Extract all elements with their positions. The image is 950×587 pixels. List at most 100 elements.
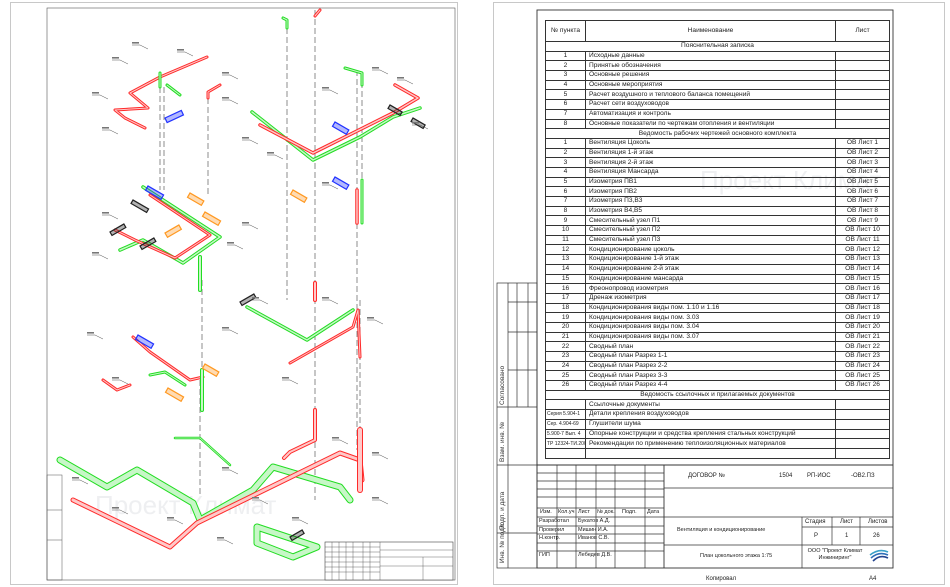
exhaust-duct-inner	[119, 186, 221, 264]
label-text-mark	[372, 452, 379, 454]
role-chief-engineer: ГИП	[539, 552, 550, 558]
row-name: Кондиционирования виды пом. 3.04	[585, 321, 836, 333]
drawing-side-strip	[46, 474, 63, 581]
equipment-unit-icon	[144, 185, 165, 201]
supply-duct-inner	[102, 379, 131, 391]
row-number: 7	[545, 108, 586, 120]
label-text-mark	[282, 377, 289, 379]
label-text-mark	[112, 507, 119, 509]
row-sheet: ОВ Лист 14	[835, 263, 890, 275]
row-number: 15	[545, 273, 586, 285]
section-title-row: Ведомость рабочих чертежей основного ком…	[545, 128, 890, 139]
row-sheet: ОВ Лист 4	[835, 166, 890, 178]
drawing-title-block	[324, 541, 454, 581]
sheet-value: 1	[845, 533, 849, 539]
leader-line	[404, 79, 414, 85]
row-sheet: ОВ Лист 13	[835, 254, 890, 265]
name-norm-control: Иванов С.В.	[578, 535, 610, 541]
sheets-value: 26	[873, 533, 880, 539]
col-sheet: Лист	[578, 509, 590, 515]
row-number: 17	[545, 292, 586, 304]
col-change: Изм.	[540, 509, 552, 515]
row-name: Сводный план	[585, 341, 836, 352]
leader-line	[94, 334, 104, 340]
label-text-mark	[242, 137, 249, 139]
row-name: Опорные конструкции и средства крепления…	[585, 428, 836, 440]
row-sheet: ОВ Лист 24	[835, 360, 890, 372]
equipment-unit-icon	[164, 387, 185, 403]
row-sheet	[835, 79, 890, 91]
row-name: Изометрия В4,В5	[585, 205, 836, 217]
row-sheet: ОВ Лист 15	[835, 273, 890, 285]
strip-replaced-inv: Взам. инв. №	[499, 421, 506, 462]
exhaust-duct-inner	[344, 67, 363, 86]
contract-number: 1504	[779, 473, 793, 479]
equipment-unit-icon	[331, 176, 350, 191]
stage-value: Р	[814, 533, 819, 539]
equipment-unit-icon	[186, 192, 205, 207]
leader-line	[229, 99, 239, 105]
equipment-unit-icon	[289, 189, 308, 204]
row-number: Серия 5.904-1	[545, 409, 586, 420]
label-text-mark	[242, 222, 249, 224]
row-sheet: ОВ Лист 23	[835, 351, 890, 362]
row-number: 3	[545, 70, 586, 81]
row-name: Смесительный узел П3	[585, 234, 836, 246]
section-title-row: Ведомость ссылочных и прилагаемых докуме…	[545, 389, 890, 401]
row-number: 8	[545, 205, 586, 217]
row-number: 18	[545, 302, 586, 314]
row-number: 5	[545, 176, 586, 188]
row-number: 20	[545, 321, 586, 333]
row-number	[545, 399, 586, 411]
row-name: Дренаж изометрия	[585, 292, 836, 304]
row-name: Кондиционирования виды пом. 3.07	[585, 331, 836, 343]
equipment-unit-icon	[134, 334, 155, 350]
table-header-row: № пункта Наименование Лист	[545, 20, 890, 42]
row-name: Смесительный узел П2	[585, 225, 836, 236]
drawing-frame	[46, 7, 456, 581]
document-code-suffix: -ОВ2.ПЗ	[851, 473, 875, 479]
label-text-mark	[322, 297, 329, 299]
col-doc: № док.	[597, 509, 615, 515]
row-name: Исходные данные	[585, 50, 836, 62]
supply-duct-inner	[132, 336, 204, 381]
role-norm-control: Н.контр.	[539, 535, 561, 541]
row-number: 26	[545, 380, 586, 391]
label-text-mark	[322, 87, 329, 89]
leader-line	[229, 469, 239, 475]
row-name: Вентиляция 1-й этаж	[585, 147, 836, 159]
strip-inv-orig: Инв. № подл.	[499, 522, 506, 564]
role-developer: Разработал	[539, 518, 569, 524]
leader-line	[379, 69, 389, 75]
row-sheet	[835, 50, 890, 62]
label-text-mark	[112, 377, 119, 379]
label-text-mark	[72, 477, 79, 479]
label-text-mark	[397, 77, 404, 79]
row-sheet: ОВ Лист 16	[835, 283, 890, 294]
leader-line	[274, 154, 284, 160]
col-date: Дата	[647, 509, 660, 515]
row-sheet	[835, 99, 890, 110]
row-number	[545, 447, 586, 459]
sheet-label: Лист	[840, 519, 854, 525]
row-name: Вентиляция Цоколь	[585, 137, 836, 149]
row-name: Изометрия П3,В3	[585, 196, 836, 207]
table-row	[545, 447, 890, 459]
